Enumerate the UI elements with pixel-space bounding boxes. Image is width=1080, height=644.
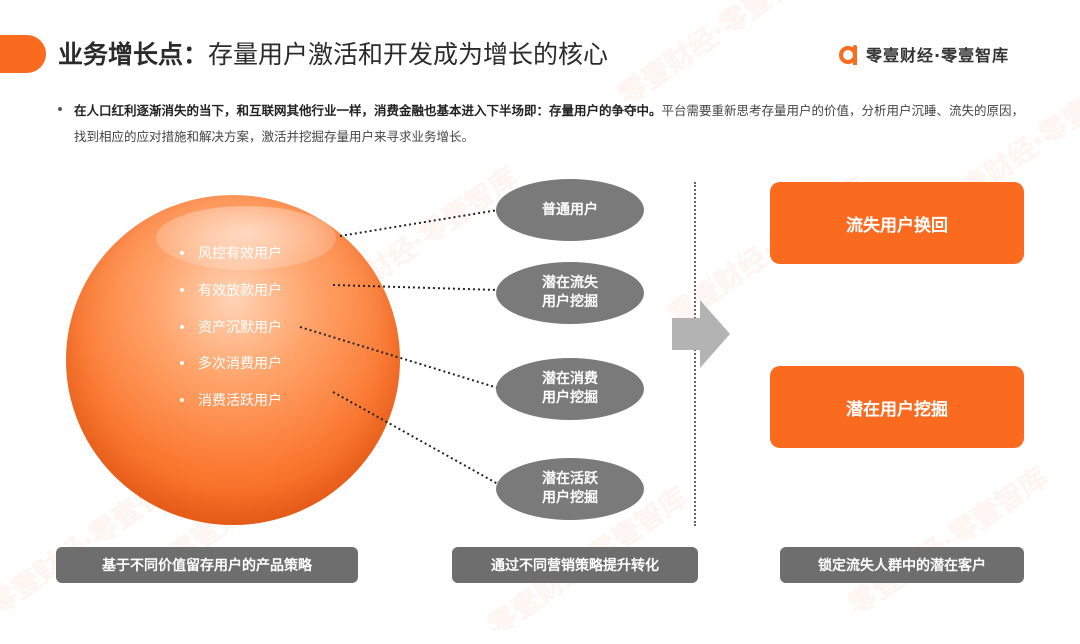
sphere-item-label: 多次消费用户 [198, 356, 282, 372]
outcome-box: 流失用户换回 [770, 182, 1024, 264]
logo-text: 零壹财经·零壹智库 [866, 46, 1010, 65]
user-type-oval: 潜在消费 用户挖掘 [496, 358, 644, 420]
sphere-item: 多次消费用户 [180, 353, 282, 373]
title-rest: 存量用户激活和开发成为增长的核心 [208, 40, 609, 69]
strategy-caption: 通过不同营销策略提升转化 [452, 547, 698, 583]
title-accent-tab [0, 35, 46, 73]
bullet-icon [180, 288, 184, 292]
caption-label: 基于不同价值留存用户的产品策略 [102, 558, 312, 574]
bullet-icon [180, 251, 184, 255]
arrow-right-icon [672, 300, 730, 368]
title-bold: 业务增长点： [58, 40, 209, 69]
outcome-box: 潜在用户挖掘 [770, 366, 1024, 448]
sphere-item: 消费活跃用户 [180, 390, 282, 410]
connector-lines [299, 209, 499, 485]
page-title: 业务增长点：存量用户激活和开发成为增长的核心 [58, 35, 608, 75]
outcome-label: 潜在用户挖掘 [846, 399, 948, 420]
bullet-icon [180, 398, 184, 402]
sphere-item-label: 有效放款用户 [198, 283, 282, 299]
intro-normal: 平台需要重新思考存量用户的价值，分析用户沉睡、流失的原因，找到相应的应对措施和解… [74, 103, 1025, 144]
sphere-highlight [156, 206, 336, 270]
connector-line [332, 391, 499, 485]
connector-line [339, 209, 499, 237]
dotted-divider [694, 182, 696, 526]
brand-logo: 零壹财经·零壹智库 [838, 42, 1009, 66]
user-type-oval: 潜在活跃 用户挖掘 [496, 458, 644, 520]
logo-icon [839, 45, 857, 65]
connector-line [332, 284, 499, 291]
sphere-item: 风控有效用户 [180, 243, 282, 263]
sphere-item-label: 消费活跃用户 [198, 393, 282, 409]
oval-label: 潜在消费 用户挖掘 [542, 371, 598, 406]
oval-label: 潜在流失 用户挖掘 [542, 275, 598, 310]
sphere-item-label: 风控有效用户 [198, 246, 282, 262]
user-type-oval: 潜在流失 用户挖掘 [496, 262, 644, 324]
bullet-icon [58, 107, 62, 111]
user-type-oval: 普通用户 [496, 179, 644, 241]
sphere-item-label: 资产沉默用户 [198, 320, 282, 336]
intro-bold: 在人口红利逐渐消失的当下，和互联网其他行业一样，消费金融也基本进入下半场即：存量… [74, 103, 662, 118]
bullet-icon [180, 325, 184, 329]
outcome-label: 流失用户换回 [846, 215, 948, 236]
oval-label: 普通用户 [542, 201, 598, 218]
sphere-item: 资产沉默用户 [180, 317, 282, 337]
strategy-caption: 基于不同价值留存用户的产品策略 [56, 547, 358, 583]
oval-label: 潜在活跃 用户挖掘 [542, 471, 598, 506]
strategy-caption: 锁定流失人群中的潜在客户 [780, 547, 1024, 583]
caption-label: 锁定流失人群中的潜在客户 [818, 558, 986, 574]
sphere-item: 有效放款用户 [180, 280, 282, 300]
intro-paragraph: 在人口红利逐渐消失的当下，和互联网其他行业一样，消费金融也基本进入下半场即：存量… [74, 98, 1032, 150]
caption-label: 通过不同营销策略提升转化 [491, 558, 659, 574]
connector-line [299, 326, 499, 389]
bullet-icon [180, 361, 184, 365]
